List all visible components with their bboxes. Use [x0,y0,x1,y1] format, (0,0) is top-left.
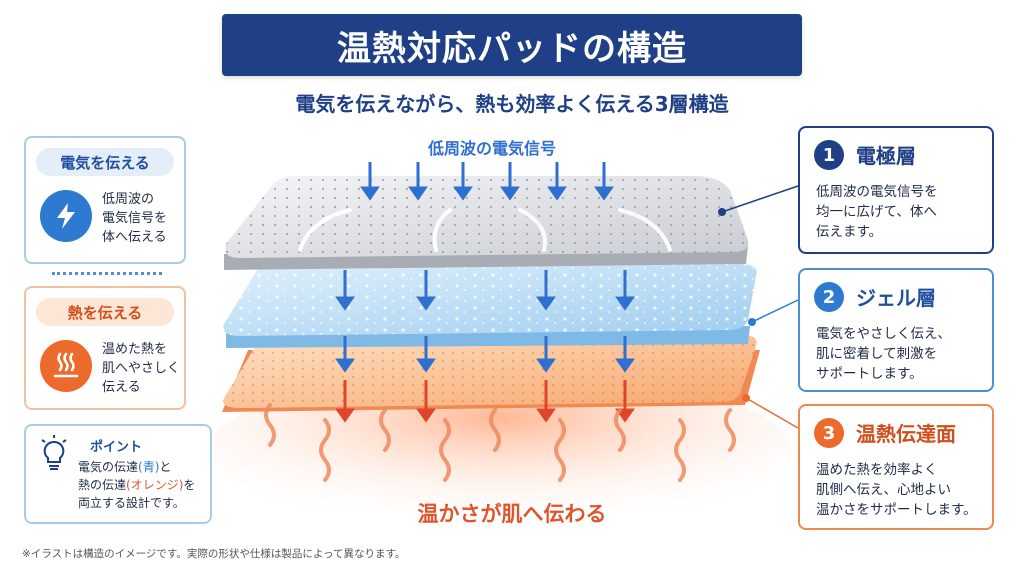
page-title: 温熱対応パッドの構造 [337,28,687,69]
layer-3-line-2: 肌側へ伝え、心地よい [816,482,951,498]
lightning-icon [40,190,92,242]
layer-1-line-3: 伝えます。 [816,224,883,240]
heat-line-2: 肌へやさしく [102,361,181,376]
heat-waves [264,403,736,482]
point-line-2c: を [183,478,196,492]
warm-label: 温かさが肌へ伝わる [417,502,607,526]
layer-3-line-3: 温かさをサポートします。 [816,502,977,518]
layer-number-3: 3 [814,418,844,448]
layer-title-2: ジェル層 [856,286,936,310]
electric-line-3: 体へ伝える [102,230,167,245]
footnote: ※イラストは構造のイメージです。実際の形状や仕様は製品によって異なります。 [22,548,406,560]
heat-line-3: 伝える [102,380,141,395]
layer-box-gel: 2 ジェル層 電気をやさしく伝え、 肌に密着して刺激を サポートします。 [798,268,994,392]
heat-waves-icon [40,340,92,392]
layer-3-line-1: 温めた熱を効率よく [816,462,938,478]
point-line-1: 電気の伝達(青)と [78,458,195,476]
point-line-2a: 熱の伝達 [78,478,127,492]
page-subtitle: 電気を伝えながら、熱も効率よく伝える3層構造 [295,92,729,116]
layer-text-3: 温めた熱を効率よく 肌側へ伝え、心地よい 温かさをサポートします。 [816,460,977,520]
divider-dots [52,272,162,275]
layer-number-1: 1 [814,140,844,170]
layer-box-electrode: 1 電極層 低周波の電気信号を 均一に広げて、体へ 伝えます。 [798,126,994,254]
layer-text-2: 電気をやさしく伝え、 肌に密着して刺激を サポートします。 [816,324,951,384]
layer-title-3: 温熱伝達面 [856,422,956,446]
point-line-3: 両立する設計です。 [78,496,185,510]
point-line-1b: (青) [138,460,160,474]
layer-2-line-2: 肌に密着して刺激を [816,346,938,362]
lightbulb-icon [38,434,70,478]
heat-heading: 熱を伝える [36,298,174,326]
layer-text-1: 低周波の電気信号を 均一に広げて、体へ 伝えます。 [816,182,938,242]
pad-structure-diagram [210,162,799,510]
layer-number-2: 2 [814,282,844,312]
layer-1-line-1: 低周波の電気信号を [816,184,938,200]
electric-box: 電気を伝える 低周波の 電気信号を 体へ伝える [24,136,186,264]
layer-2-line-1: 電気をやさしく伝え、 [816,326,951,342]
point-line-1c: と [159,460,172,474]
electric-text: 低周波の 電気信号を 体へ伝える [102,190,167,247]
electric-heading: 電気を伝える [36,148,174,176]
title-banner: 温熱対応パッドの構造 [222,14,802,76]
layer-1-line-2: 均一に広げて、体へ [816,204,937,220]
signal-label: 低周波の電気信号 [427,139,556,158]
conduction-arrows [335,270,635,373]
layer-title-1: 電極層 [856,144,916,168]
heat-line-1: 温めた熱を [102,342,168,357]
leader-lines [718,185,799,429]
point-title: ポイント [90,440,143,455]
point-line-2: 熱の伝達(オレンジ)を [78,476,195,494]
signal-arrows [360,162,614,201]
electric-line-1: 低周波の [102,192,155,207]
layer-box-heat-surface: 3 温熱伝達面 温めた熱を効率よく 肌側へ伝え、心地よい 温かさをサポートします… [798,404,994,530]
point-box: ポイント 電気の伝達(青)と 熱の伝達(オレンジ)を 両立する設計です。 [24,424,212,524]
flow-arrows [298,208,672,252]
heat-box: 熱を伝える 温めた熱を 肌へやさしく 伝える [24,286,186,410]
point-line-1a: 電気の伝達 [78,460,139,474]
heat-arrows [335,380,635,423]
heat-text: 温めた熱を 肌へやさしく 伝える [102,340,180,397]
electrode-layer [224,176,749,270]
point-text: 電気の伝達(青)と 熱の伝達(オレンジ)を 両立する設計です。 [78,458,195,512]
point-line-2b: (オレンジ) [126,478,184,492]
gel-layer [223,264,757,348]
layer-2-line-3: サポートします。 [816,366,923,382]
electric-line-2: 電気信号を [102,211,168,226]
